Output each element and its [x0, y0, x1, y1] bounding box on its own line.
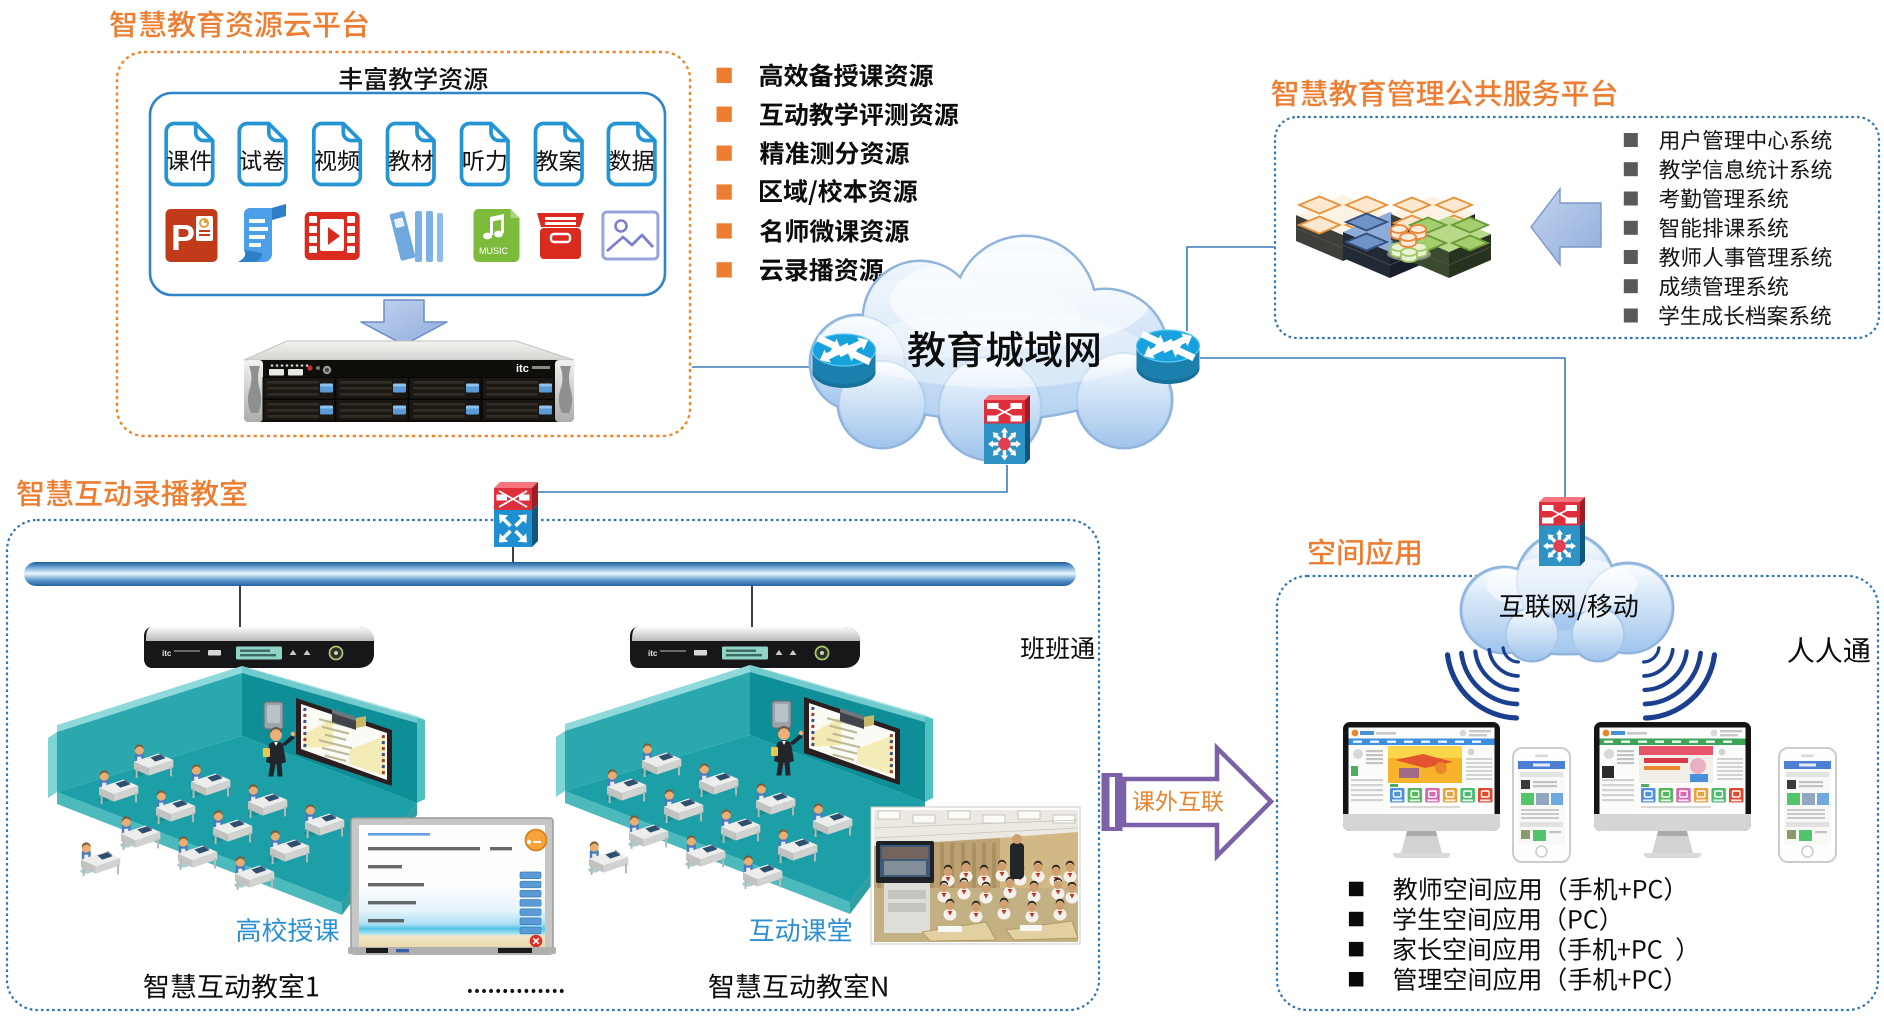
- svg-text:P: P: [171, 217, 195, 258]
- svg-text:itc: itc: [516, 363, 529, 375]
- svg-text:MUSIC: MUSIC: [479, 246, 509, 256]
